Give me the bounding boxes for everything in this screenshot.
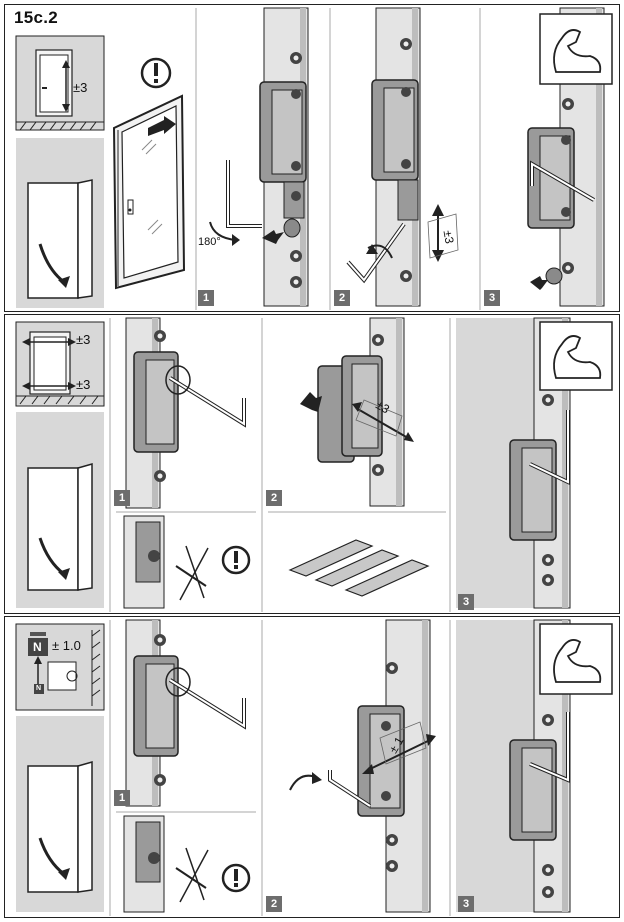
section-b-gap-bottom-label: ±3 xyxy=(76,377,91,392)
section-c-step-badge-1: 1 xyxy=(114,790,130,806)
section-a-step-badge-2: 2 xyxy=(334,290,350,306)
section-b-step-badge-3: 3 xyxy=(458,594,474,610)
section-a-gap-label: ±3 xyxy=(73,80,88,95)
section-b-step-badge-1: 1 xyxy=(114,490,130,506)
section-b-step-badge-2: 2 xyxy=(266,490,282,506)
section-c xyxy=(4,616,620,918)
section-c-step-badge-3: 3 xyxy=(458,896,474,912)
section-a-step-badge-3: 3 xyxy=(484,290,500,306)
section-b xyxy=(4,314,620,614)
section-a-angle-label: 180° xyxy=(198,236,221,248)
section-c-step-badge-2: 2 xyxy=(266,896,282,912)
section-a-step-badge-1: 1 xyxy=(198,290,214,306)
section-c-weight-label: N xyxy=(33,640,42,654)
section-b-gap-top-label: ±3 xyxy=(76,332,91,347)
section-a xyxy=(4,4,620,312)
section-c-weight-small-label: N xyxy=(36,685,42,692)
page-title: 15c.2 xyxy=(14,8,59,27)
section-c-gap-label: ± 1.0 xyxy=(52,638,81,653)
